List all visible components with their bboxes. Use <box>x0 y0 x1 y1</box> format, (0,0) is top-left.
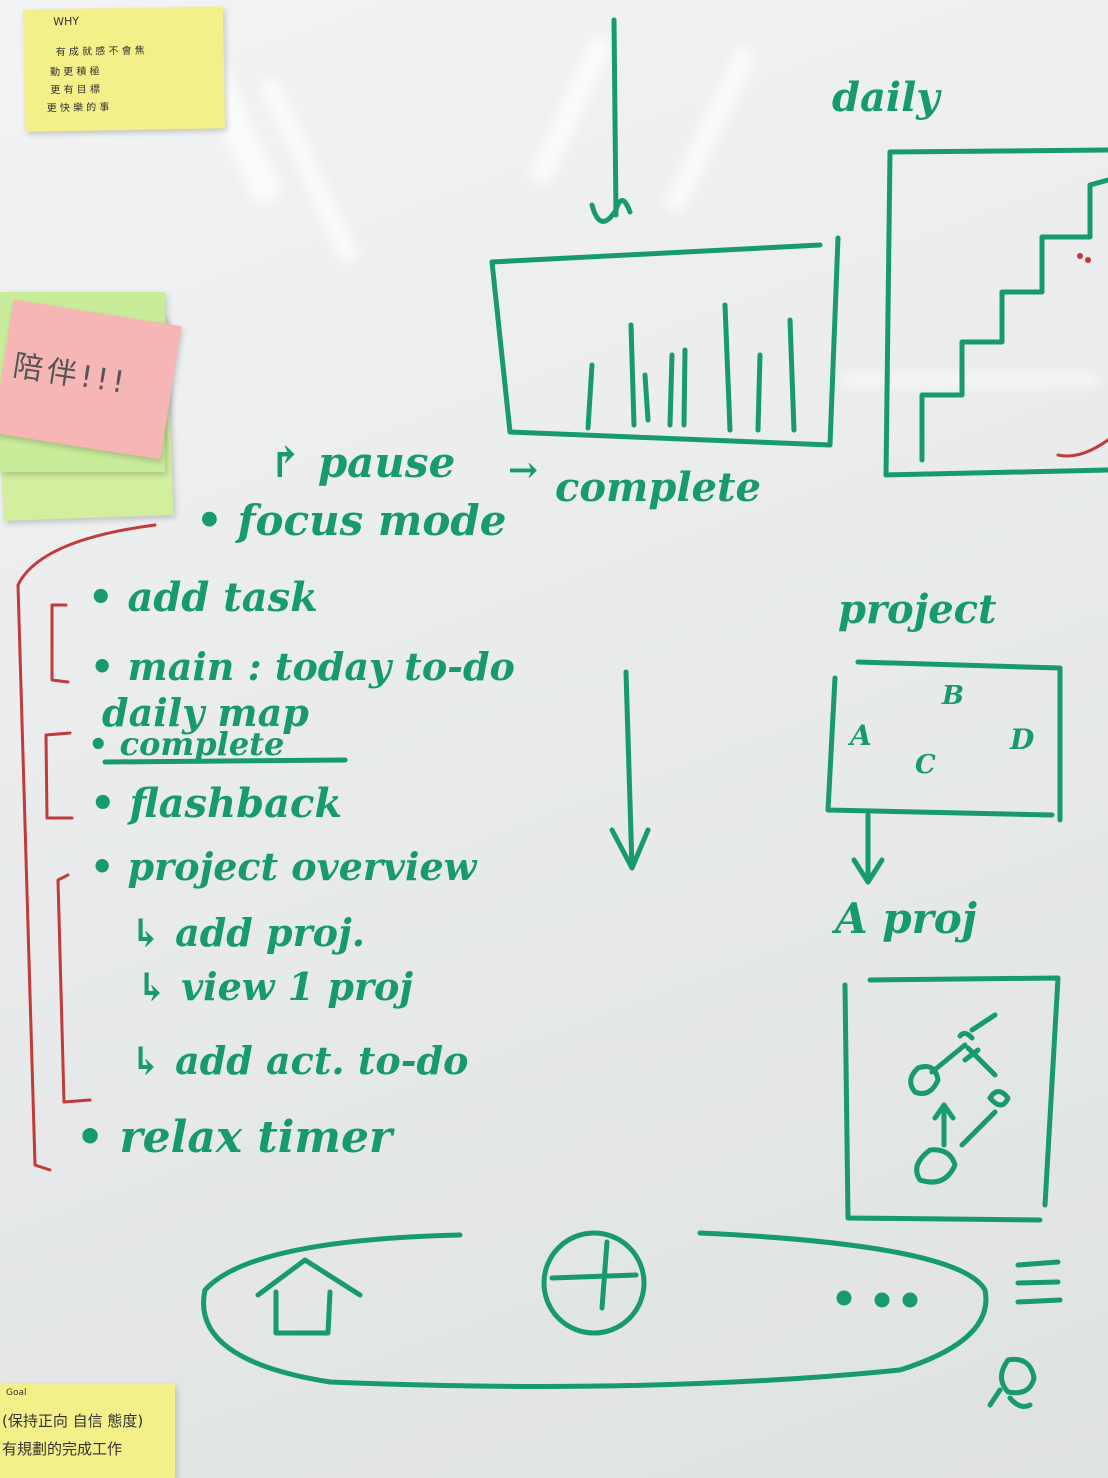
project-node-a: A <box>850 719 872 752</box>
add-task-item: • add task <box>88 574 318 621</box>
project-overview-item: • project overview <box>90 844 477 889</box>
plus-circle-icon <box>541 1230 647 1336</box>
hamburger-menu-icon <box>1015 1259 1063 1305</box>
tree-node <box>908 1064 941 1096</box>
glare-streak <box>840 375 1100 385</box>
project-arrow-down <box>851 812 885 885</box>
focus-mode-item: • focus mode <box>196 496 507 545</box>
chart-bar <box>585 362 595 431</box>
chart-bar <box>667 352 675 428</box>
flow-complete: complete <box>555 464 761 511</box>
project-node-d: D <box>1010 723 1035 756</box>
project-node-b: B <box>942 681 964 711</box>
focus-chart-frame <box>489 235 841 448</box>
down-arrow-center <box>609 669 651 871</box>
tree-edge <box>962 1045 998 1078</box>
tree-node <box>987 1089 1011 1108</box>
daily-label: daily <box>832 74 940 121</box>
project-label: project <box>838 586 997 633</box>
add-proj-item: ↳ add proj. <box>130 910 365 955</box>
a-proj-box-frame <box>842 975 1061 1223</box>
home-icon <box>255 1257 363 1336</box>
a-proj-label: A proj <box>835 894 977 943</box>
down-arrow-top <box>589 17 633 224</box>
sticky-note-bottom-left: Goal (保持正向 自信 態度) 有規劃的完成工作 <box>0 1384 175 1478</box>
main-today-item: • main : today to-do <box>90 644 515 689</box>
flow-arrow: → <box>508 449 539 491</box>
more-dot <box>836 1290 852 1306</box>
add-act-item: ↳ add act. to-do <box>130 1038 469 1083</box>
chart-bar <box>642 372 651 423</box>
red-bracket <box>44 731 74 820</box>
tree-edge <box>969 1012 998 1033</box>
complete-struck-item: • complete <box>88 725 285 763</box>
flow-pause: ↱ pause <box>268 438 456 487</box>
strike-line <box>102 757 348 765</box>
tree-edge <box>932 1102 956 1148</box>
red-mark-daily <box>1056 438 1108 458</box>
tree-edge <box>929 1042 968 1075</box>
daily-staircase <box>919 177 1108 463</box>
red-bracket <box>56 873 92 1104</box>
relax-timer-item: • relax timer <box>76 1112 393 1163</box>
chart-bar <box>722 302 733 433</box>
sticky-line: 有規劃的完成工作 <box>2 1440 123 1458</box>
chart-bar <box>681 347 688 428</box>
tree-node <box>957 1030 975 1041</box>
red-bracket <box>50 603 70 684</box>
more-dot <box>874 1292 890 1308</box>
more-dot <box>902 1292 918 1308</box>
flashback-item: • flashback <box>90 780 343 827</box>
sticky-header: Goal <box>6 1388 27 1398</box>
red-dot <box>1077 253 1083 259</box>
plus-sign <box>549 1239 639 1311</box>
sticky-line: (保持正向 自信 態度) <box>2 1412 144 1430</box>
chart-bar <box>628 322 637 428</box>
daily-box-frame <box>883 147 1108 478</box>
chart-bar <box>787 317 797 433</box>
red-dot <box>1085 257 1091 263</box>
daily-map-label: daily map <box>102 690 309 735</box>
view-proj-item: ↳ view 1 proj <box>136 964 414 1009</box>
project-node-c: C <box>915 750 936 780</box>
nav-bar-outline <box>201 1230 989 1389</box>
tree-node <box>914 1147 958 1185</box>
project-box-frame <box>825 659 1063 823</box>
person-chat-icon <box>987 1356 1037 1409</box>
chart-bar <box>755 352 763 433</box>
tree-edge <box>959 1109 998 1148</box>
red-bracket-outer <box>16 523 157 1172</box>
